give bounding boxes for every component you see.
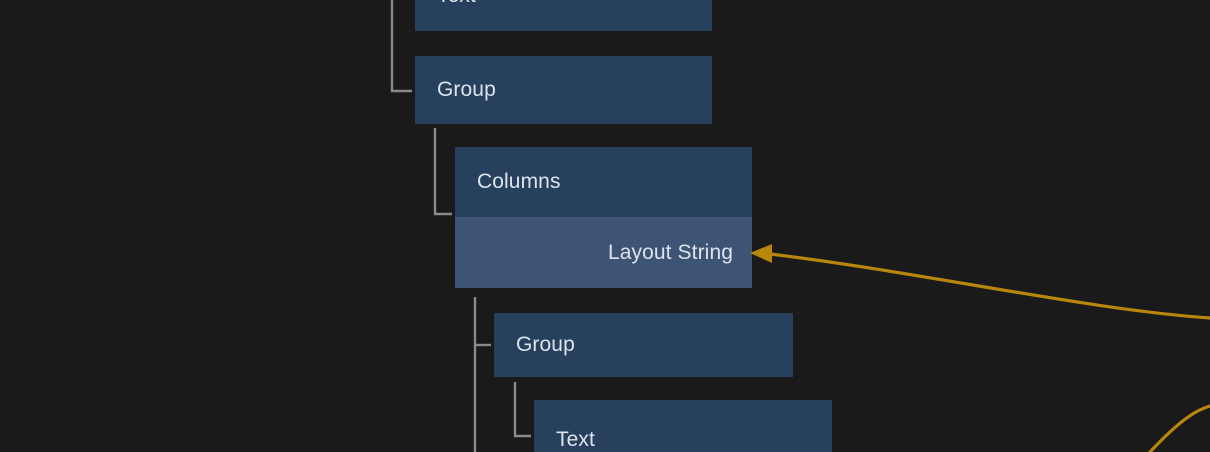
tree-node-label: Group [415, 56, 712, 124]
tree-node-sub-label-layout-string[interactable]: Layout String [455, 217, 752, 288]
tree-node-text-bottom[interactable]: Text [534, 400, 832, 452]
tree-node-text-top[interactable]: Text [415, 0, 712, 31]
tree-node-label: Text [415, 0, 712, 31]
layout-string-arrow-head [750, 244, 772, 263]
tree-node-columns[interactable]: Columns Layout String [455, 147, 752, 288]
layout-string-arrow-curve [768, 252, 1210, 320]
tree-node-group-lower[interactable]: Group [494, 313, 793, 377]
tree-node-group-upper[interactable]: Group [415, 56, 712, 124]
tree-node-label: Group [494, 313, 793, 377]
lower-annotation-arrow-curve [1148, 404, 1210, 452]
tree-node-label: Text [534, 400, 832, 452]
tree-node-label: Columns [455, 147, 752, 217]
